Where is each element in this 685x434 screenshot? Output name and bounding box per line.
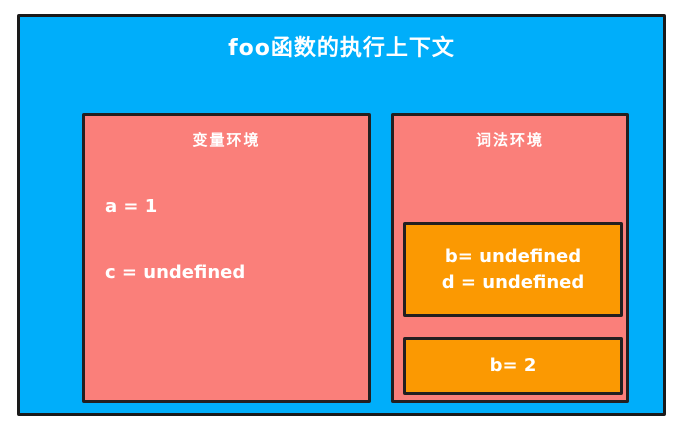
variable-environment-title: 变量环境 xyxy=(192,131,261,149)
lexical-binding-b-2: b= 2 xyxy=(489,355,537,376)
variable-entry-a: a = 1 xyxy=(105,196,158,217)
lexical-binding-b-undefined: b= undefined xyxy=(444,245,582,267)
lexical-binding-d-undefined: d = undefined xyxy=(441,271,585,293)
lexical-binding-box-assigned: b= 2 xyxy=(403,337,623,395)
execution-context-title: foo函数的执行上下文 xyxy=(228,36,455,61)
variable-entry-c: c = undefined xyxy=(105,262,246,283)
lexical-binding-box-hoisted: b= undefined d = undefined xyxy=(403,222,623,317)
variable-environment-panel: 变量环境 a = 1 c = undefined xyxy=(82,113,371,403)
lexical-environment-title: 词法环境 xyxy=(475,131,544,149)
execution-context-box: foo函数的执行上下文 变量环境 a = 1 c = undefined 词法环… xyxy=(17,14,666,416)
lexical-environment-panel: 词法环境 b= undefined d = undefined b= 2 xyxy=(391,113,629,403)
